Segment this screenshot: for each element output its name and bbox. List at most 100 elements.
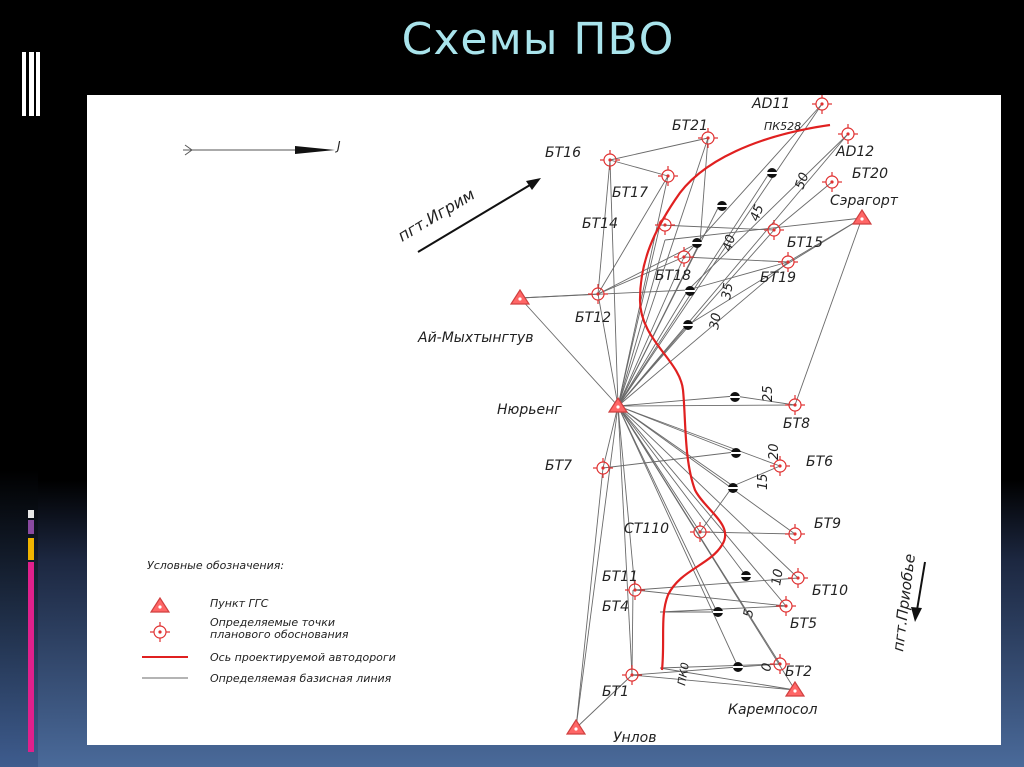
base-line xyxy=(687,261,789,291)
label-bt11: БТ11 xyxy=(602,569,638,585)
label-bt17: БТ17 xyxy=(612,185,648,201)
base-line xyxy=(683,256,789,263)
base-line xyxy=(617,175,669,407)
label-bt9: БТ9 xyxy=(814,516,841,532)
base-line xyxy=(617,103,823,407)
base-line xyxy=(617,229,775,407)
label-pk528: ПК528 xyxy=(764,120,801,133)
base-line xyxy=(617,261,789,407)
label-bt19: БТ19 xyxy=(760,270,796,286)
legend-point-icon xyxy=(149,621,171,643)
picket-marker xyxy=(731,448,741,458)
base-line xyxy=(575,674,633,729)
label-bt8: БТ8 xyxy=(783,416,810,432)
base-line xyxy=(602,451,736,469)
picket-marker xyxy=(692,238,702,248)
survey-point-marker xyxy=(784,523,806,545)
label-picket-0: 0 xyxy=(759,662,775,673)
base-line xyxy=(659,663,781,669)
picket-marker xyxy=(767,168,777,178)
survey-point-marker xyxy=(784,394,806,416)
base-line xyxy=(734,395,796,406)
base-line xyxy=(597,159,611,295)
base-line xyxy=(634,589,787,607)
legend-point-label-1: Определяемые точки xyxy=(210,616,335,629)
legend: Условные обозначения: Пункт ГГС Определя… xyxy=(142,559,396,685)
label-ay-myhtyngtuv: Ай-Мыхтынгтув xyxy=(417,330,534,346)
diagram-sheet: AD11 AD12 БТ21 БТ16 БТ17 БТ20 БТ14 БТ15 … xyxy=(87,95,1001,745)
base-line xyxy=(597,293,619,407)
label-seragort: Сэрагорт xyxy=(830,193,899,209)
picket-marker xyxy=(713,607,723,617)
label-karemposol: Каремпосол xyxy=(728,702,818,718)
base-line xyxy=(732,465,781,487)
label-pk0: ПК0 xyxy=(675,662,692,687)
label-ad12: AD12 xyxy=(835,144,874,160)
top-arrow: J xyxy=(183,139,341,156)
base-line xyxy=(617,404,796,407)
picket-marker xyxy=(733,662,743,672)
base-line xyxy=(575,467,604,729)
ggs-triangle xyxy=(510,289,530,305)
survey-point-marker xyxy=(777,251,799,273)
label-bt10: БТ10 xyxy=(812,583,848,599)
base-line xyxy=(575,405,619,729)
label-ct110: СТ110 xyxy=(624,521,669,537)
label-bt18: БТ18 xyxy=(655,268,691,284)
label-ad11: AD11 xyxy=(751,96,790,112)
picket-marker xyxy=(685,286,695,296)
base-line xyxy=(617,405,787,607)
base-line xyxy=(617,289,689,407)
base-line xyxy=(617,405,796,691)
base-line xyxy=(617,405,796,535)
road-axis xyxy=(638,123,831,671)
base-line xyxy=(659,667,796,691)
picket-marker xyxy=(683,320,693,330)
label-bt21: БТ21 xyxy=(672,118,708,134)
legend-ggs-label: Пункт ГГС xyxy=(210,597,269,610)
label-unlov: Унлов xyxy=(613,730,656,745)
base-line xyxy=(631,666,739,676)
label-bt12: БТ12 xyxy=(575,310,611,326)
label-picket-5: 5 xyxy=(741,608,757,619)
label-bt4: БТ4 xyxy=(602,599,629,615)
label-priobye: пгт.Приобье xyxy=(889,553,919,653)
base-line xyxy=(597,175,669,295)
label-picket-10: 10 xyxy=(769,568,787,587)
picket-marker xyxy=(730,392,740,402)
base-line xyxy=(631,589,634,676)
decor-bar xyxy=(22,52,26,116)
base-line xyxy=(617,395,736,407)
survey-point-marker xyxy=(592,457,614,479)
base-line xyxy=(519,297,619,407)
label-picket-35: 35 xyxy=(719,282,737,301)
base-line xyxy=(664,217,863,241)
label-bt2: БТ2 xyxy=(785,664,812,680)
label-igrim: пгт.Игрим xyxy=(394,185,478,246)
label-picket-45: 45 xyxy=(748,203,768,224)
base-line xyxy=(609,159,619,407)
base-line xyxy=(617,405,799,579)
base-line xyxy=(687,217,863,326)
base-line xyxy=(617,133,849,407)
label-bt1: БТ1 xyxy=(602,684,629,700)
label-bt15: БТ15 xyxy=(787,235,823,251)
label-picket-50: 50 xyxy=(793,171,813,192)
survey-point-marker xyxy=(775,595,797,617)
decor-bar xyxy=(28,510,34,518)
label-bt14: БТ14 xyxy=(582,216,618,232)
decor-bar xyxy=(36,52,40,116)
decor-bar xyxy=(28,538,34,560)
base-line xyxy=(617,405,633,676)
base-line xyxy=(699,137,709,243)
base-line xyxy=(617,203,721,407)
survey-point-marker xyxy=(673,246,695,268)
label-picket-25: 25 xyxy=(761,385,776,402)
legend-ggs-icon xyxy=(150,597,170,613)
base-line xyxy=(787,217,863,263)
base-line xyxy=(659,224,775,231)
base-line xyxy=(794,217,863,406)
base-line xyxy=(617,405,718,613)
label-picket-15: 15 xyxy=(756,473,771,490)
picket-marker xyxy=(728,483,738,493)
